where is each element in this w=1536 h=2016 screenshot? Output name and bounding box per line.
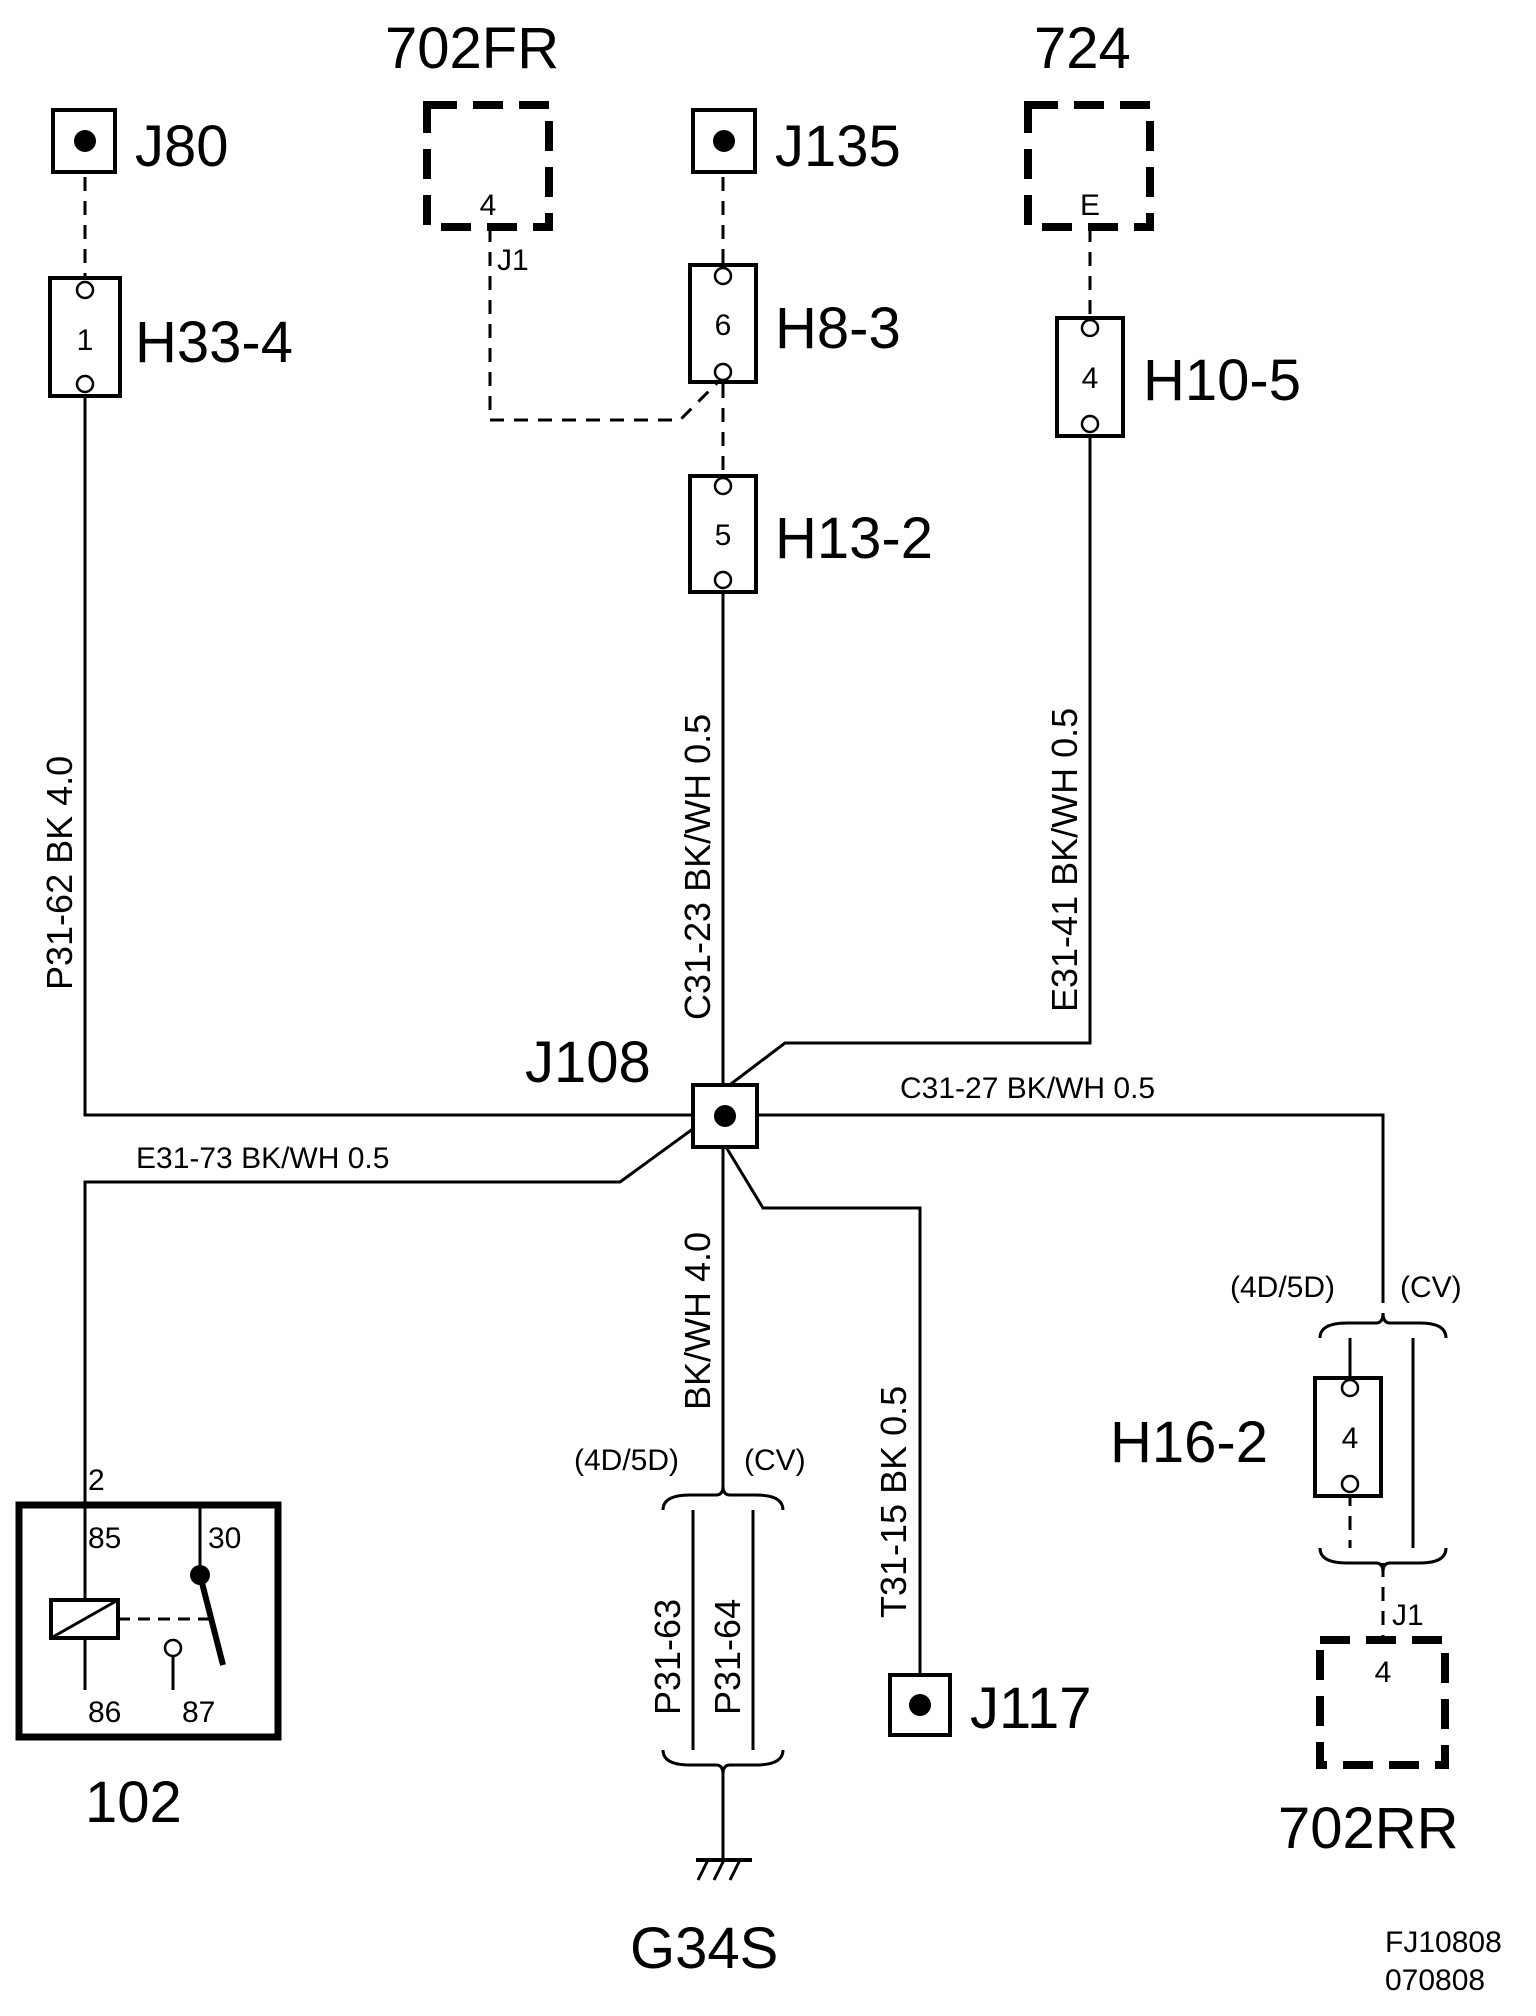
wire-e31-73 xyxy=(83,1113,713,1505)
wire-t31-15 xyxy=(721,1141,922,1703)
label-p31-62: P31-62 BK 4.0 xyxy=(39,756,80,990)
relay-pin-85: 85 xyxy=(88,1522,121,1555)
brace-h16-upper xyxy=(1318,1312,1448,1339)
h33-4-label: H33-4 xyxy=(135,310,293,375)
variant-left-cv: (CV) xyxy=(744,1444,806,1477)
m702rr-conn: J1 xyxy=(1392,1599,1424,1632)
brace-h16-lower xyxy=(1318,1547,1448,1573)
label-p31-64: P31-64 xyxy=(707,1599,748,1715)
wire-702fr-h8 xyxy=(488,228,725,422)
j135-label: J135 xyxy=(775,114,901,179)
module-702fr: 702FR 4 J1 xyxy=(385,16,559,277)
ground-g34s: G34S xyxy=(630,1858,778,1981)
connector-h16-2: 4 H16-2 xyxy=(1110,1376,1383,1498)
connector-h8-3: 6 H8-3 xyxy=(688,263,901,384)
h8-3-pin: 6 xyxy=(715,309,732,342)
wire-labels: P31-62 BK 4.0 C31-23 BK/WH 0.5 E31-41 BK… xyxy=(39,708,1155,1715)
connector-h33-4: 1 H33-4 xyxy=(48,276,293,398)
label-p31-63: P31-63 xyxy=(647,1599,688,1715)
doc-id-2: 070808 xyxy=(1385,1964,1485,1997)
variant-right-cv: (CV) xyxy=(1400,1271,1462,1304)
relay-contact-87 xyxy=(163,1638,183,1658)
label-bkwh-40: BK/WH 4.0 xyxy=(677,1232,718,1410)
variant-right-4d5d: (4D/5D) xyxy=(1230,1271,1335,1304)
module-702rr: 4 J1 702RR xyxy=(1278,1599,1459,1861)
m702fr-label: 702FR xyxy=(385,16,559,81)
wire-c31-27 xyxy=(759,1113,1385,1303)
relay-label: 102 xyxy=(85,1770,182,1835)
relay-switch-arm xyxy=(197,1574,226,1666)
m702rr-pin: 4 xyxy=(1375,1656,1392,1689)
variant-left-4d5d: (4D/5D) xyxy=(574,1444,679,1477)
m702rr-label: 702RR xyxy=(1278,1796,1459,1861)
label-e31-41: E31-41 BK/WH 0.5 xyxy=(1044,708,1085,1012)
j117-label: J117 xyxy=(970,1676,1091,1741)
h16-2-label: H16-2 xyxy=(1110,1410,1268,1475)
relay-pin-30: 30 xyxy=(208,1522,241,1555)
m702fr-pin: 4 xyxy=(480,189,497,222)
relay-102: 2 85 30 86 87 102 xyxy=(15,1464,282,1835)
h10-5-label: H10-5 xyxy=(1143,348,1301,413)
variant-labels: (4D/5D) (CV) (4D/5D) (CV) xyxy=(574,1271,1462,1477)
label-e31-73: E31-73 BK/WH 0.5 xyxy=(136,1142,389,1175)
ground-point-j117: J117 xyxy=(888,1673,1091,1741)
h33-4-pin: 1 xyxy=(77,324,94,357)
j80-label: J80 xyxy=(135,114,229,179)
brace-lower xyxy=(661,1749,785,1775)
relay-pin-2: 2 xyxy=(88,1464,105,1497)
splice-j108: J108 xyxy=(525,1030,759,1149)
h13-2-label: H13-2 xyxy=(775,506,933,571)
m724-pin: E xyxy=(1080,189,1100,222)
m702fr-conn: J1 xyxy=(497,244,529,277)
m724-label: 724 xyxy=(1034,16,1131,81)
g34s-label: G34S xyxy=(630,1916,778,1981)
h8-3-label: H8-3 xyxy=(775,296,901,361)
relay-pin-86: 86 xyxy=(88,1696,121,1729)
h16-2-pin: 4 xyxy=(1342,1422,1359,1455)
wire-e31-41 xyxy=(722,428,1092,1092)
connector-h10-5: 4 H10-5 xyxy=(1055,316,1301,438)
connector-h13-2: 5 H13-2 xyxy=(688,474,933,594)
relay-pin-87: 87 xyxy=(182,1696,215,1729)
j108-label: J108 xyxy=(525,1030,651,1095)
doc-id-1: FJ10808 xyxy=(1385,1926,1502,1959)
label-t31-15: T31-15 BK 0.5 xyxy=(873,1386,914,1618)
wires xyxy=(83,177,1415,1860)
module-724: 724 E xyxy=(1024,16,1154,231)
variant-braces xyxy=(661,1312,1448,1775)
ground-point-j135: J135 xyxy=(691,108,901,179)
wire-p31-62 xyxy=(83,388,712,1117)
ground-point-j80: J80 xyxy=(51,108,229,179)
h10-5-pin: 4 xyxy=(1082,362,1099,395)
label-c31-27: C31-27 BK/WH 0.5 xyxy=(900,1072,1155,1105)
brace-upper xyxy=(661,1485,785,1511)
label-c31-23: C31-23 BK/WH 0.5 xyxy=(677,714,718,1020)
h13-2-pin: 5 xyxy=(715,519,732,552)
